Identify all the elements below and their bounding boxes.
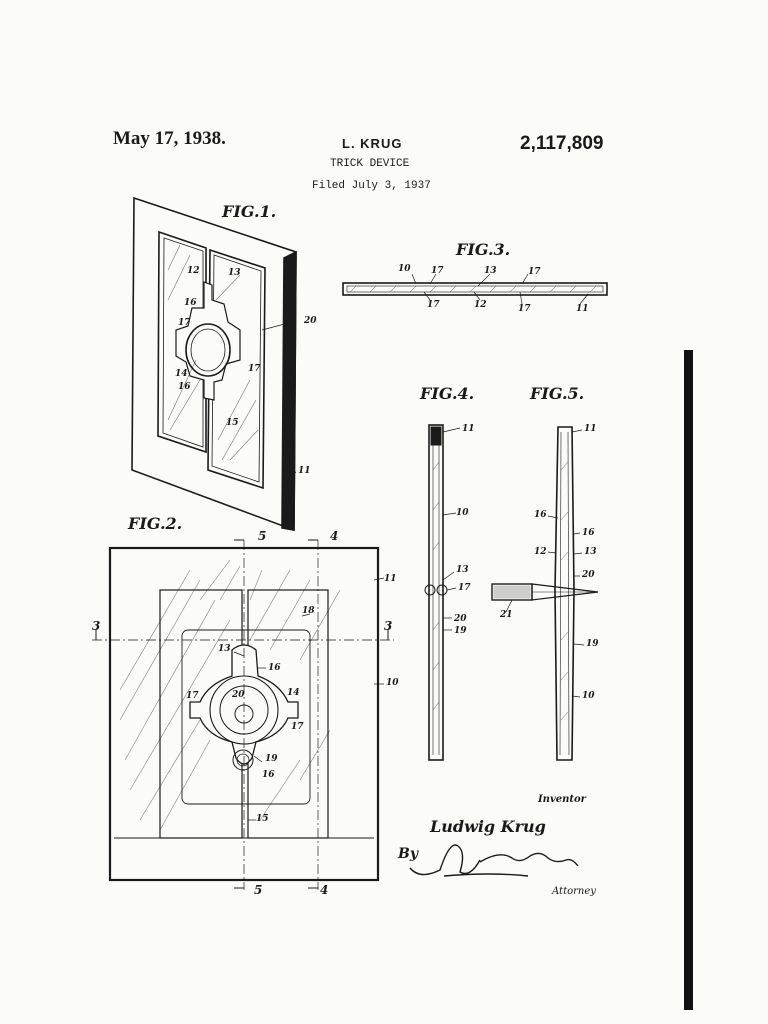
attorney-label: Attorney	[552, 886, 596, 897]
fig4-ref: 20	[454, 614, 467, 624]
fig1-ref: 17	[248, 364, 261, 374]
patent-number: 2,117,809	[520, 133, 604, 154]
fig5-label: FIG.5.	[530, 384, 585, 403]
fig3-label: FIG.3.	[456, 240, 511, 259]
section-marker: 4	[320, 883, 329, 897]
fig1-ref: 13	[228, 268, 241, 278]
fig1-ref: 12	[187, 266, 200, 276]
fig5-ref: 13	[584, 547, 597, 557]
by-label: By	[398, 846, 418, 862]
section-marker: 3	[92, 619, 101, 633]
fig4-ref: 11	[462, 424, 475, 434]
fig2-ref: 18	[302, 606, 315, 616]
fig4-label: FIG.4.	[420, 384, 475, 403]
fig3-ref: 10	[398, 264, 411, 274]
fig2-ref: 19	[265, 754, 278, 764]
fig5-ref: 11	[584, 424, 597, 434]
fig4-ref: 17	[458, 583, 471, 593]
fig2-ref: 10	[386, 678, 399, 688]
section-marker: 4	[330, 529, 339, 543]
inventor-header: L. KRUG	[342, 136, 403, 151]
fig4-ref: 10	[456, 508, 469, 518]
section-marker: 3	[384, 619, 393, 633]
fig2-ref: 16	[268, 663, 281, 673]
fig1-ref: 14	[175, 369, 188, 379]
inventor-label: Inventor	[538, 794, 586, 805]
fig1-ref: 11	[298, 466, 311, 476]
fig3-ref: 17	[518, 304, 531, 314]
fig2-ref: 13	[218, 644, 231, 654]
fig3-ref: 11	[576, 304, 589, 314]
scan-edge-bar	[684, 350, 693, 1010]
fig3-ref: 17	[528, 267, 541, 277]
fig1-ref: 20	[304, 316, 317, 326]
patent-title: TRICK DEVICE	[330, 158, 410, 170]
patent-date: May 17, 1938.	[113, 128, 226, 149]
fig3-ref: 13	[484, 266, 497, 276]
fig3-ref: 17	[427, 300, 440, 310]
fig2-ref: 20	[232, 690, 245, 700]
inventor-name: Ludwig Krug	[430, 817, 546, 836]
fig2-ref: 16	[262, 770, 275, 780]
fig5-ref: 21	[500, 610, 513, 620]
fig2-ref: 14	[287, 688, 300, 698]
section-marker: 5	[258, 529, 267, 543]
fig2-ref: 17	[291, 722, 304, 732]
fig2-label: FIG.2.	[128, 514, 183, 533]
fig3-ref: 12	[474, 300, 487, 310]
fig1-ref: 17	[178, 318, 191, 328]
fig4-ref: 13	[456, 565, 469, 575]
fig5-ref: 19	[586, 639, 599, 649]
fig5-ref: 20	[582, 570, 595, 580]
fig2-ref: 15	[256, 814, 269, 824]
fig5-ref: 16	[582, 528, 595, 538]
fig5-ref: 16	[534, 510, 547, 520]
fig5-ref: 10	[582, 691, 595, 701]
fig1-label: FIG.1.	[222, 202, 277, 221]
section-marker: 5	[254, 883, 263, 897]
fig1-ref: 15	[226, 418, 239, 428]
fig4-ref: 19	[454, 626, 467, 636]
filed-date: Filed July 3, 1937	[312, 180, 431, 192]
fig1-ref: 16	[178, 382, 191, 392]
fig3-ref: 17	[431, 266, 444, 276]
fig1-ref: 16	[184, 298, 197, 308]
fig2-ref: 17	[186, 691, 199, 701]
fig5-ref: 12	[534, 547, 547, 557]
fig2-ref: 11	[384, 574, 397, 584]
